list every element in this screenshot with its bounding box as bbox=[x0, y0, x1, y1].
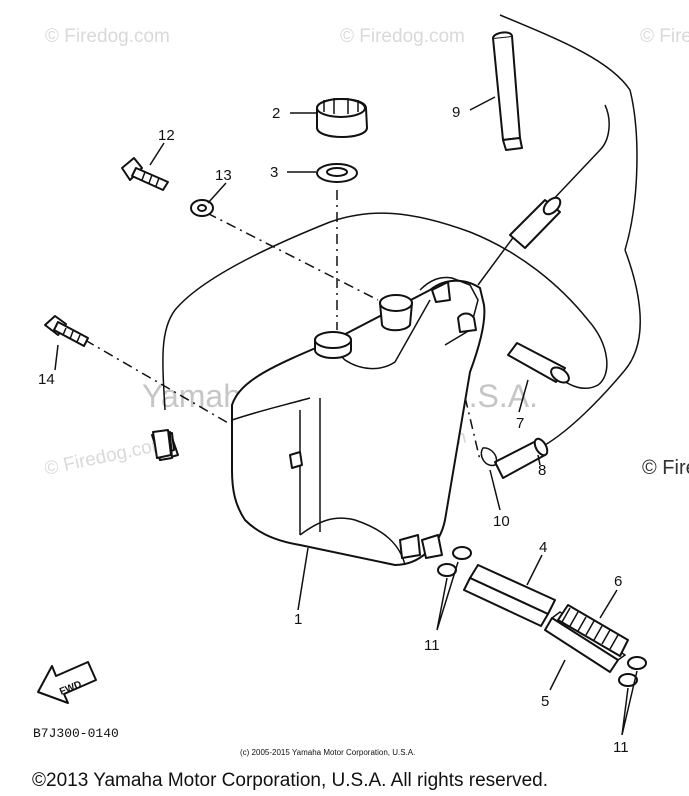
leader-lines bbox=[54, 96, 638, 736]
bolt-14 bbox=[44, 315, 89, 347]
hose-9 bbox=[492, 31, 523, 151]
assembly-line-10 bbox=[454, 354, 481, 461]
hose-connector-line bbox=[547, 104, 610, 206]
hose-7 bbox=[507, 342, 570, 384]
vent-hose-line bbox=[499, 14, 638, 251]
clip-10 bbox=[480, 447, 498, 467]
bolt-12 bbox=[121, 157, 169, 191]
clips-11 bbox=[437, 546, 647, 687]
part-label-3: 3 bbox=[270, 164, 278, 181]
diagram-code: B7J300-0140 bbox=[33, 726, 119, 741]
part-label-13: 13 bbox=[215, 167, 232, 184]
hose-left-body bbox=[152, 429, 172, 459]
part-label-6: 6 bbox=[614, 573, 622, 590]
part-label-4: 4 bbox=[539, 539, 547, 556]
part-label-11: 11 bbox=[424, 637, 440, 654]
part-label-7: 7 bbox=[516, 415, 524, 432]
part-label-11: 11 bbox=[613, 739, 629, 756]
spring-6 bbox=[557, 604, 629, 657]
forward-arrow-icon: FWD bbox=[37, 661, 97, 704]
part-label-12: 12 bbox=[158, 127, 175, 144]
small-copyright: (c) 2005-2015 Yamaha Motor Corporation, … bbox=[240, 748, 415, 757]
oil-tank bbox=[231, 276, 486, 566]
watermark-firedog: © Firedog.com bbox=[640, 26, 689, 47]
part-label-10: 10 bbox=[493, 513, 510, 530]
hose-upper-right bbox=[509, 196, 562, 249]
hose-connector-line bbox=[477, 234, 516, 286]
hose-4 bbox=[463, 564, 556, 627]
part-label-5: 5 bbox=[541, 693, 549, 710]
part-label-9: 9 bbox=[452, 104, 460, 121]
overflow-hose-line bbox=[162, 212, 608, 411]
washer-13 bbox=[190, 199, 214, 217]
watermark-firedog: © Firedog.com bbox=[45, 26, 170, 47]
part-label-2: 2 bbox=[272, 105, 280, 122]
part-label-8: 8 bbox=[538, 462, 546, 479]
footer-copyright: ©2013 Yamaha Motor Corporation, U.S.A. A… bbox=[32, 770, 548, 791]
assembly-line-13 bbox=[206, 212, 379, 301]
filler-cap bbox=[316, 98, 368, 138]
vent-hose-line-lower bbox=[544, 249, 641, 446]
hose-8 bbox=[494, 437, 549, 479]
part-label-1: 1 bbox=[294, 611, 302, 628]
watermark-firedog: © Firedog.com bbox=[340, 26, 465, 47]
watermark-firedog-cut: © Fire bbox=[642, 457, 689, 479]
part-label-14: 14 bbox=[38, 371, 55, 388]
watermark-firedog: © Firedog.com bbox=[43, 433, 170, 480]
gasket bbox=[316, 163, 358, 183]
